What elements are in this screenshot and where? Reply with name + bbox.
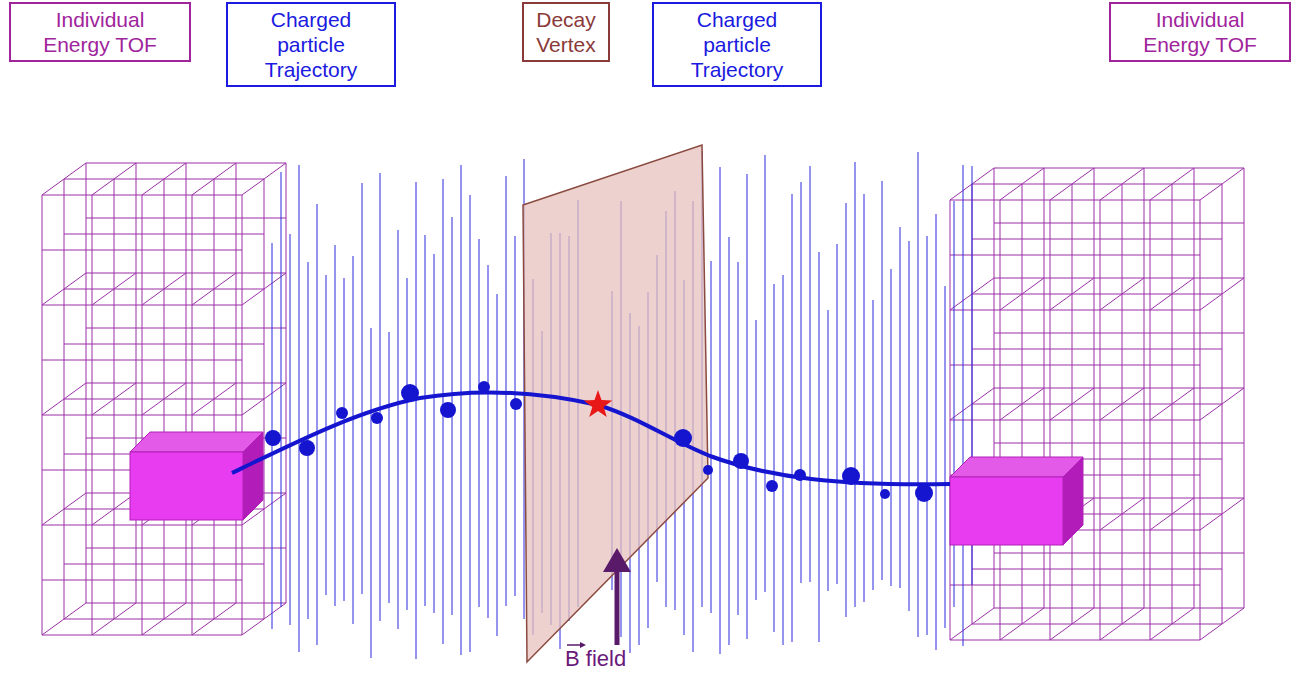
tracker-box: Charged particle Trajectory <box>652 2 822 87</box>
grid-lines <box>42 163 286 635</box>
hit-dot <box>733 453 749 469</box>
cube-top <box>130 432 263 452</box>
box-label: Decay Vertex <box>536 7 596 57</box>
hit-dot <box>299 440 315 456</box>
b-field-arrowhead <box>603 548 631 572</box>
box-label: Charged particle Trajectory <box>240 7 382 82</box>
hit-dot <box>265 430 281 446</box>
hit-dot <box>703 465 713 475</box>
hit-dot <box>880 489 890 499</box>
b-field-arrow <box>615 568 620 645</box>
hit-dot <box>842 467 860 485</box>
cube-side <box>243 432 263 520</box>
hit-dot <box>766 480 778 492</box>
decay-vertex-star <box>584 390 613 417</box>
hit-dot <box>401 384 419 402</box>
hit-dot <box>440 402 456 418</box>
detector-box: Individual Energy TOF <box>9 2 191 62</box>
hit-dot <box>478 381 490 393</box>
hit-cube <box>130 432 1083 545</box>
cube-side <box>1063 457 1083 545</box>
box-label: Individual Energy TOF <box>23 7 177 57</box>
field-label: B field <box>565 646 626 672</box>
hit-dot <box>794 469 806 481</box>
hit-dot <box>915 484 933 502</box>
cube-top <box>950 457 1083 477</box>
box-label: Charged particle Trajectory <box>666 7 808 82</box>
tracker-box: Charged particle Trajectory <box>226 2 396 87</box>
vertex-box: Decay Vertex <box>522 2 610 62</box>
detector-box: Individual Energy TOF <box>1109 2 1291 62</box>
trajectory <box>232 392 950 484</box>
grid-lines <box>950 168 1244 640</box>
cube-front <box>950 477 1063 545</box>
box-label: Individual Energy TOF <box>1123 7 1277 57</box>
hit-dots <box>265 381 933 502</box>
hit-dot <box>336 407 348 419</box>
decay-plane <box>523 145 708 662</box>
hit-dot <box>674 429 692 447</box>
hit-dot <box>371 412 383 424</box>
hit-dot <box>510 398 522 410</box>
cube-front <box>130 452 243 520</box>
